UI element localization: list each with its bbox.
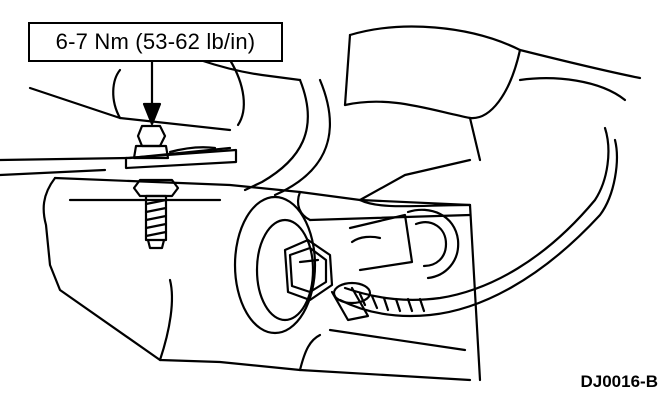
figure-id: DJ0016-B bbox=[580, 372, 659, 391]
sensor-boss bbox=[233, 195, 372, 335]
wire-harness bbox=[330, 126, 618, 322]
side-bolt bbox=[132, 178, 180, 250]
bracket-casing bbox=[42, 158, 482, 382]
upper-housing bbox=[0, 25, 642, 197]
torque-spec-label: 6-7 Nm (53-62 lb/in) bbox=[28, 22, 283, 62]
connector-grommet bbox=[348, 208, 460, 280]
top-bolt bbox=[124, 124, 238, 170]
callout-arrow bbox=[142, 60, 162, 126]
